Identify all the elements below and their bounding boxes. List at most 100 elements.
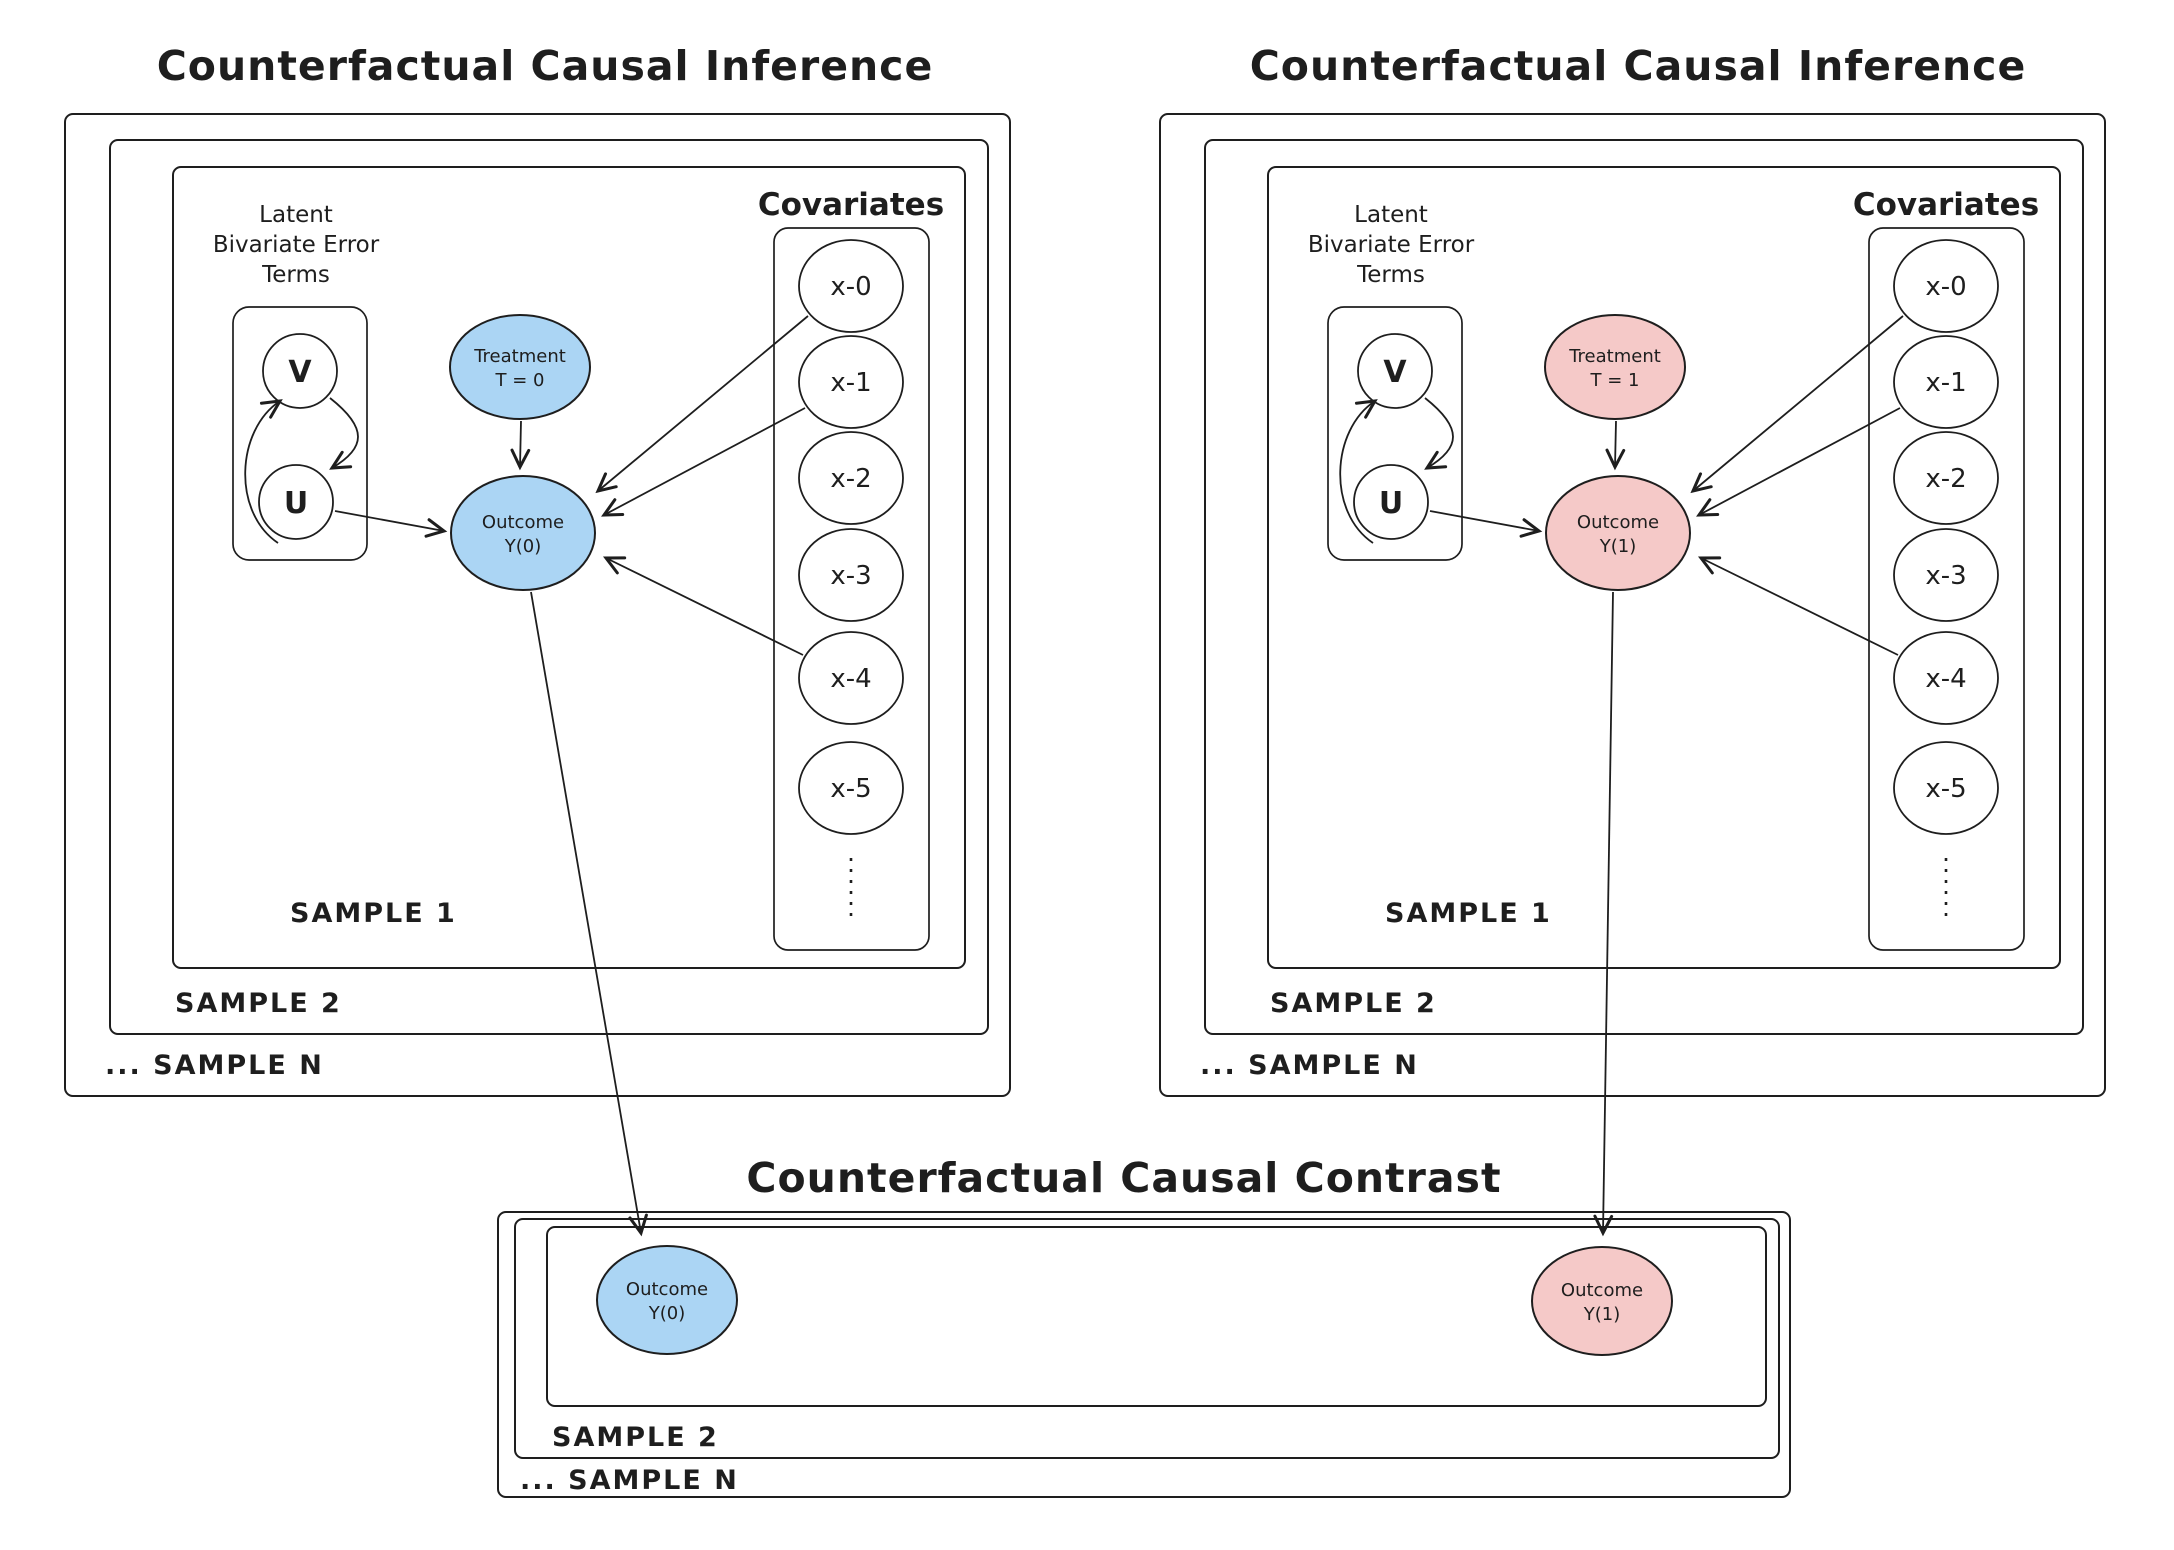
right-latent-box bbox=[1327, 306, 1463, 561]
left-u-label: U bbox=[284, 486, 308, 521]
left-x1-to-outcome-arrow bbox=[604, 407, 806, 515]
left-treatment-to-outcome-arrow bbox=[520, 420, 521, 467]
right-latent-label-line3: Terms bbox=[1356, 262, 1425, 288]
contrast-panel: Counterfactual Causal Contrast Outcome Y… bbox=[497, 1154, 1791, 1498]
right-treatment-to-outcome-arrow bbox=[1615, 420, 1616, 467]
contrast-outcome-y0-label-line2: Y(0) bbox=[648, 1303, 686, 1324]
left-latent-label-line1: Latent bbox=[259, 202, 333, 228]
left-latent-label-line2: Bivariate Error bbox=[213, 232, 380, 258]
contrast-outcome-y0-label-line1: Outcome bbox=[626, 1279, 708, 1300]
left-treatment-node bbox=[449, 314, 591, 420]
left-covariate-x0-label: x-0 bbox=[830, 272, 871, 302]
right-v-label: V bbox=[1383, 355, 1407, 390]
right-covariate-x3-label: x-3 bbox=[1925, 561, 1966, 591]
right-outcome-to-contrast-arrow bbox=[1603, 591, 1614, 1233]
right-u-to-v-arrow bbox=[1339, 401, 1375, 544]
left-x0-to-outcome-arrow bbox=[598, 315, 809, 491]
left-latent-label-line3: Terms bbox=[261, 262, 330, 288]
right-treatment-node bbox=[1544, 314, 1686, 420]
left-outcome-node bbox=[450, 475, 596, 591]
left-covariate-x0-node bbox=[798, 239, 904, 333]
left-covariates-box bbox=[773, 227, 930, 951]
right-covariate-x4-node bbox=[1893, 631, 1999, 725]
left-v-to-u-arrow bbox=[330, 397, 359, 468]
left-covariate-x2-node bbox=[798, 431, 904, 525]
right-u-node bbox=[1353, 464, 1429, 540]
right-panel-title: Counterfactual Causal Inference bbox=[1250, 42, 2027, 90]
left-v-node bbox=[262, 333, 338, 409]
right-u-label: U bbox=[1379, 486, 1403, 521]
left-covariates-title: Covariates bbox=[758, 187, 944, 223]
contrast-outcome-y1-label-line2: Y(1) bbox=[1583, 1304, 1621, 1325]
right-covariate-x4-label: x-4 bbox=[1925, 664, 1966, 694]
right-covariate-x0-node bbox=[1893, 239, 1999, 333]
right-sample-n-label: ... SAMPLE N bbox=[1200, 1050, 1419, 1081]
contrast-outcome-y1-node bbox=[1531, 1246, 1673, 1356]
right-sample-2-box bbox=[1204, 139, 2084, 1035]
right-x1-to-outcome-arrow bbox=[1699, 407, 1901, 515]
left-sample-1-box bbox=[172, 166, 966, 969]
left-outcome-label-line2: Y(0) bbox=[504, 536, 542, 557]
right-x0-to-outcome-arrow bbox=[1693, 315, 1904, 491]
left-v-label: V bbox=[288, 355, 312, 390]
left-outcome-label-line1: Outcome bbox=[482, 512, 564, 533]
right-covariate-x5-label: x-5 bbox=[1925, 774, 1966, 804]
left-treatment-label-line2: T = 0 bbox=[495, 370, 545, 391]
contrast-sample-2-box bbox=[514, 1218, 1780, 1459]
contrast-sample-n-label: ... SAMPLE N bbox=[520, 1465, 739, 1496]
right-latent-label-line2: Bivariate Error bbox=[1308, 232, 1475, 258]
right-covariate-x3-node bbox=[1893, 528, 1999, 622]
right-outcome-label-line1: Outcome bbox=[1577, 512, 1659, 533]
left-sample-2-label: SAMPLE 2 bbox=[175, 988, 342, 1019]
left-inference-panel: Counterfactual Causal Inference SAMPLE 1… bbox=[64, 42, 1011, 1097]
right-outcome-node bbox=[1545, 475, 1691, 591]
contrast-sample-n-box bbox=[497, 1211, 1791, 1498]
right-latent-label-line1: Latent bbox=[1354, 202, 1428, 228]
right-sample-2-label: SAMPLE 2 bbox=[1270, 988, 1437, 1019]
contrast-sample-1-box bbox=[546, 1226, 1767, 1407]
left-outcome-to-contrast-arrow bbox=[530, 591, 641, 1233]
contrast-title: Counterfactual Causal Contrast bbox=[746, 1154, 1501, 1202]
right-sample-1-box bbox=[1267, 166, 2061, 969]
left-covariate-x5-label: x-5 bbox=[830, 774, 871, 804]
left-u-to-outcome-arrow bbox=[334, 510, 444, 531]
right-covariates-box bbox=[1868, 227, 2025, 951]
right-x4-to-outcome-arrow bbox=[1701, 558, 1899, 656]
contrast-sample-2-label: SAMPLE 2 bbox=[552, 1422, 719, 1453]
right-covariates-title: Covariates bbox=[1853, 187, 2039, 223]
right-treatment-label-line1: Treatment bbox=[1568, 346, 1661, 367]
right-inference-panel: Counterfactual Causal Inference SAMPLE 1… bbox=[1159, 42, 2106, 1097]
left-covariate-x5-node bbox=[798, 741, 904, 835]
right-covariate-x5-node bbox=[1893, 741, 1999, 835]
contrast-outcome-y0-node bbox=[596, 1245, 738, 1355]
right-sample-n-box bbox=[1159, 113, 2106, 1097]
right-covariate-x2-node bbox=[1893, 431, 1999, 525]
right-covariate-x1-node bbox=[1893, 335, 1999, 429]
right-sample-1-label: SAMPLE 1 bbox=[1385, 898, 1552, 929]
left-covariate-x4-node bbox=[798, 631, 904, 725]
right-v-to-u-arrow bbox=[1425, 397, 1454, 468]
left-covariate-x1-node bbox=[798, 335, 904, 429]
left-sample-1-label: SAMPLE 1 bbox=[290, 898, 457, 929]
left-covariate-x3-label: x-3 bbox=[830, 561, 871, 591]
right-covariate-x1-label: x-1 bbox=[1925, 368, 1966, 398]
left-sample-n-label: ... SAMPLE N bbox=[105, 1050, 324, 1081]
right-u-to-outcome-arrow bbox=[1429, 510, 1539, 531]
left-treatment-label-line1: Treatment bbox=[473, 346, 566, 367]
left-covariate-x1-label: x-1 bbox=[830, 368, 871, 398]
right-covariate-x0-label: x-0 bbox=[1925, 272, 1966, 302]
left-u-to-v-arrow bbox=[244, 401, 280, 544]
left-panel-title: Counterfactual Causal Inference bbox=[157, 42, 934, 90]
left-covariate-x2-label: x-2 bbox=[830, 464, 871, 494]
left-covariate-x4-label: x-4 bbox=[830, 664, 871, 694]
right-treatment-label-line2: T = 1 bbox=[1590, 370, 1640, 391]
left-u-node bbox=[258, 464, 334, 540]
right-covariate-x2-label: x-2 bbox=[1925, 464, 1966, 494]
right-outcome-label-line2: Y(1) bbox=[1599, 536, 1637, 557]
left-sample-2-box bbox=[109, 139, 989, 1035]
contrast-outcome-y1-label-line1: Outcome bbox=[1561, 1280, 1643, 1301]
left-sample-n-box bbox=[64, 113, 1011, 1097]
right-v-node bbox=[1357, 333, 1433, 409]
